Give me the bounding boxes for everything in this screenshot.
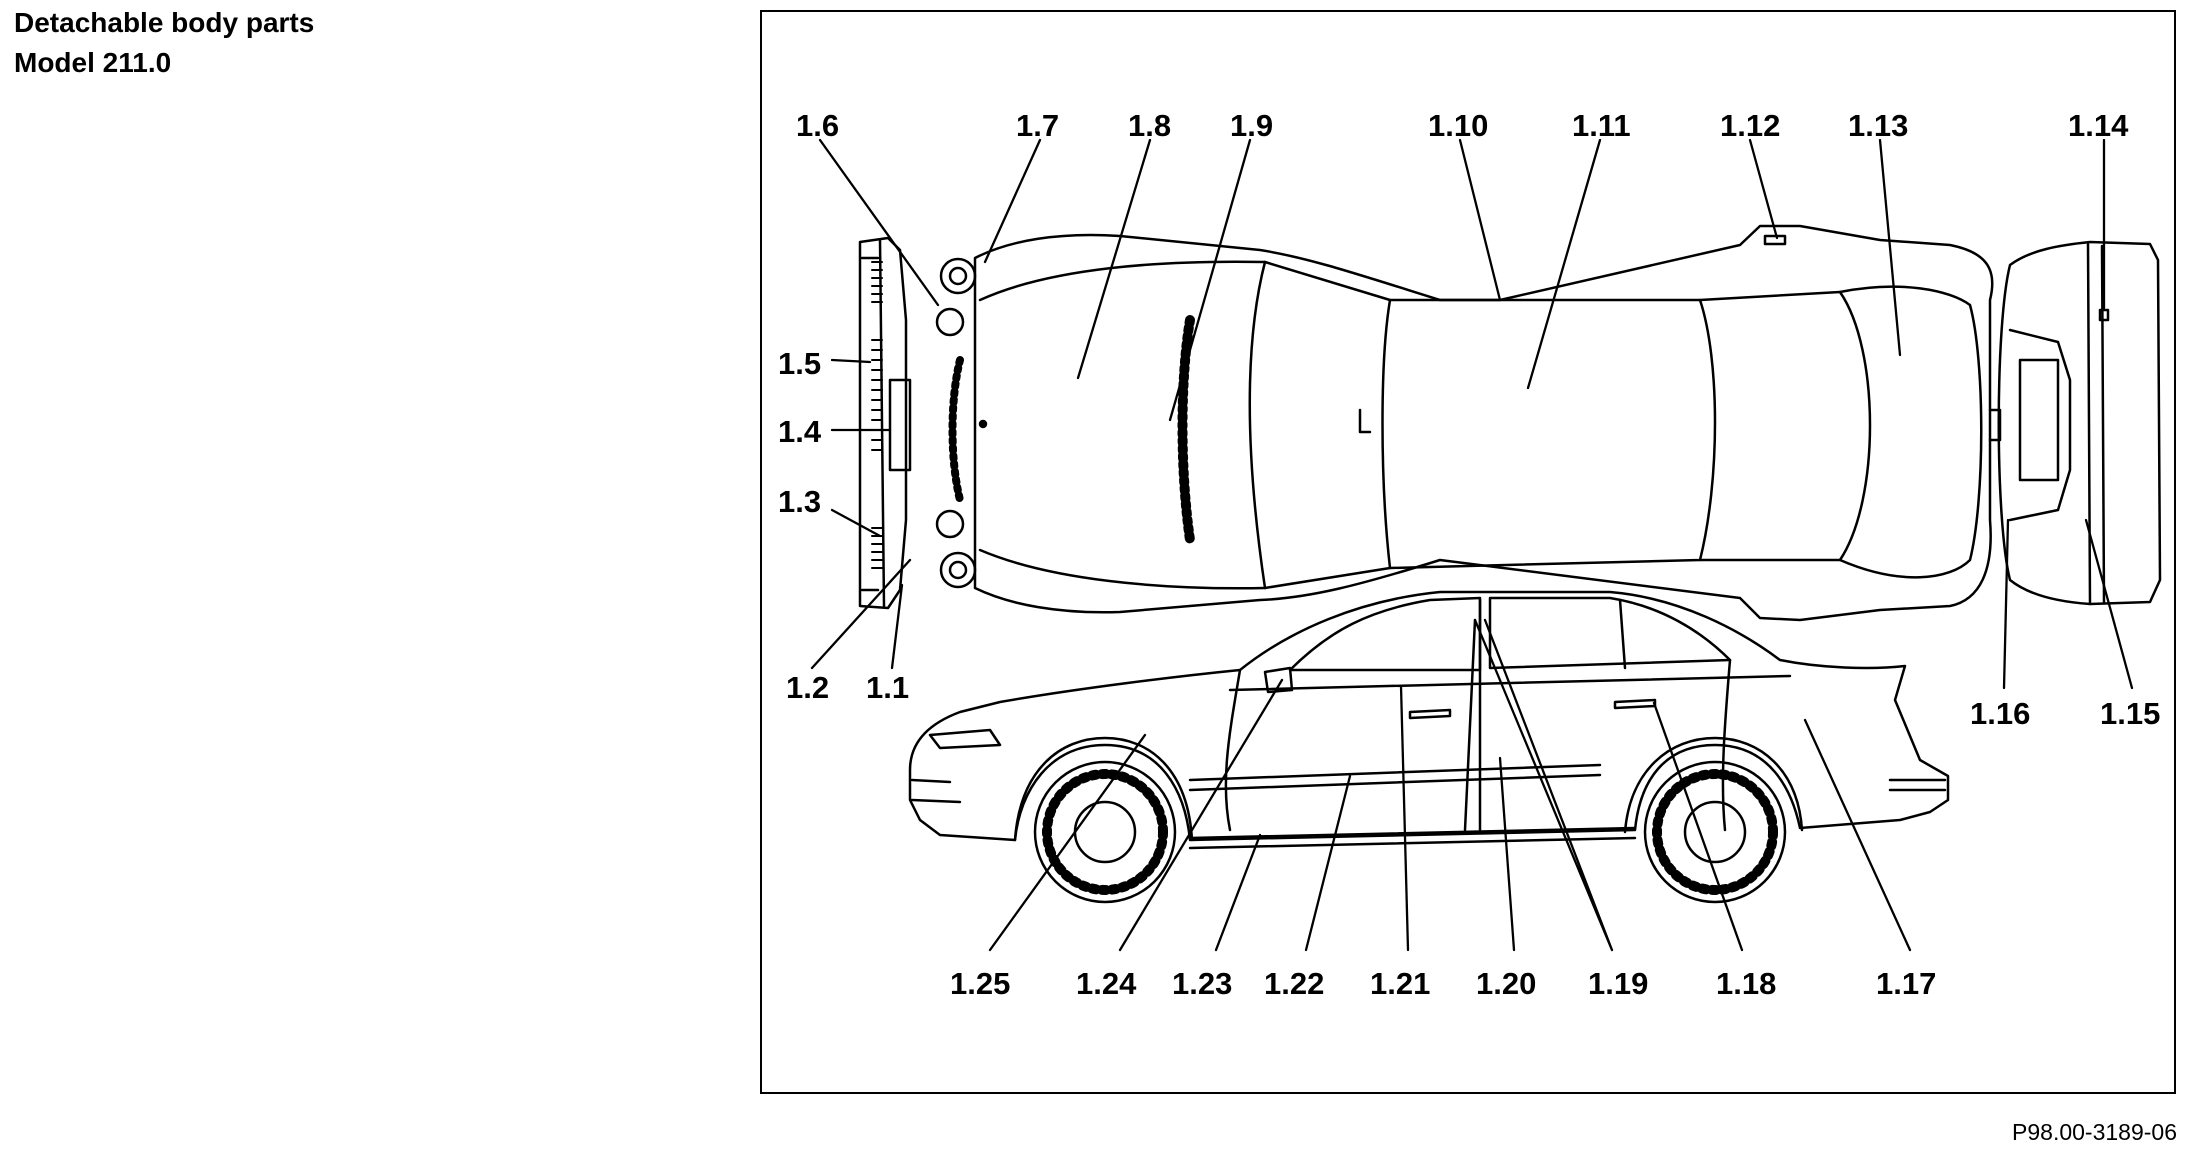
- label-1-20: 1.20: [1476, 966, 1536, 1001]
- label-1-12: 1.12: [1720, 108, 1780, 143]
- label-1-25: 1.25: [950, 966, 1010, 1001]
- label-1-11: 1.11: [1572, 108, 1631, 143]
- label-1-7: 1.7: [1016, 108, 1059, 143]
- label-1-8: 1.8: [1128, 108, 1171, 143]
- label-1-18: 1.18: [1716, 966, 1776, 1001]
- label-1-9: 1.9: [1230, 108, 1273, 143]
- car-body-side-view: [908, 590, 1950, 904]
- label-1-3: 1.3: [778, 484, 821, 519]
- part-labels: 1.6 1.7 1.8 1.9 1.10 1.11 1.12 1.13 1.14…: [778, 108, 2160, 1001]
- label-1-23: 1.23: [1172, 966, 1232, 1001]
- label-1-14: 1.14: [2068, 108, 2129, 143]
- label-1-4: 1.4: [778, 414, 822, 449]
- label-1-10: 1.10: [1428, 108, 1488, 143]
- label-1-24: 1.24: [1076, 966, 1137, 1001]
- leader-lines: [810, 138, 2134, 952]
- label-1-16: 1.16: [1970, 696, 2030, 731]
- label-1-6: 1.6: [796, 108, 839, 143]
- figure-reference: P98.00-3189-06: [2012, 1119, 2177, 1145]
- diagram-frame: [760, 10, 2176, 1094]
- page-title: Detachable body parts: [14, 7, 315, 38]
- label-1-5: 1.5: [778, 346, 821, 381]
- label-1-17: 1.17: [1876, 966, 1936, 1001]
- label-1-1: 1.1: [866, 670, 909, 705]
- model-subtitle: Model 211.0: [14, 47, 172, 78]
- front-bumper-top-view: [858, 236, 977, 610]
- label-1-22: 1.22: [1264, 966, 1324, 1001]
- rear-bumper-top-view: [1988, 240, 2162, 606]
- label-1-19: 1.19: [1588, 966, 1648, 1001]
- label-1-13: 1.13: [1848, 108, 1908, 143]
- car-body-top-view: [948, 224, 1994, 622]
- label-1-2: 1.2: [786, 670, 829, 705]
- label-1-21: 1.21: [1370, 966, 1430, 1001]
- label-1-15: 1.15: [2100, 696, 2160, 731]
